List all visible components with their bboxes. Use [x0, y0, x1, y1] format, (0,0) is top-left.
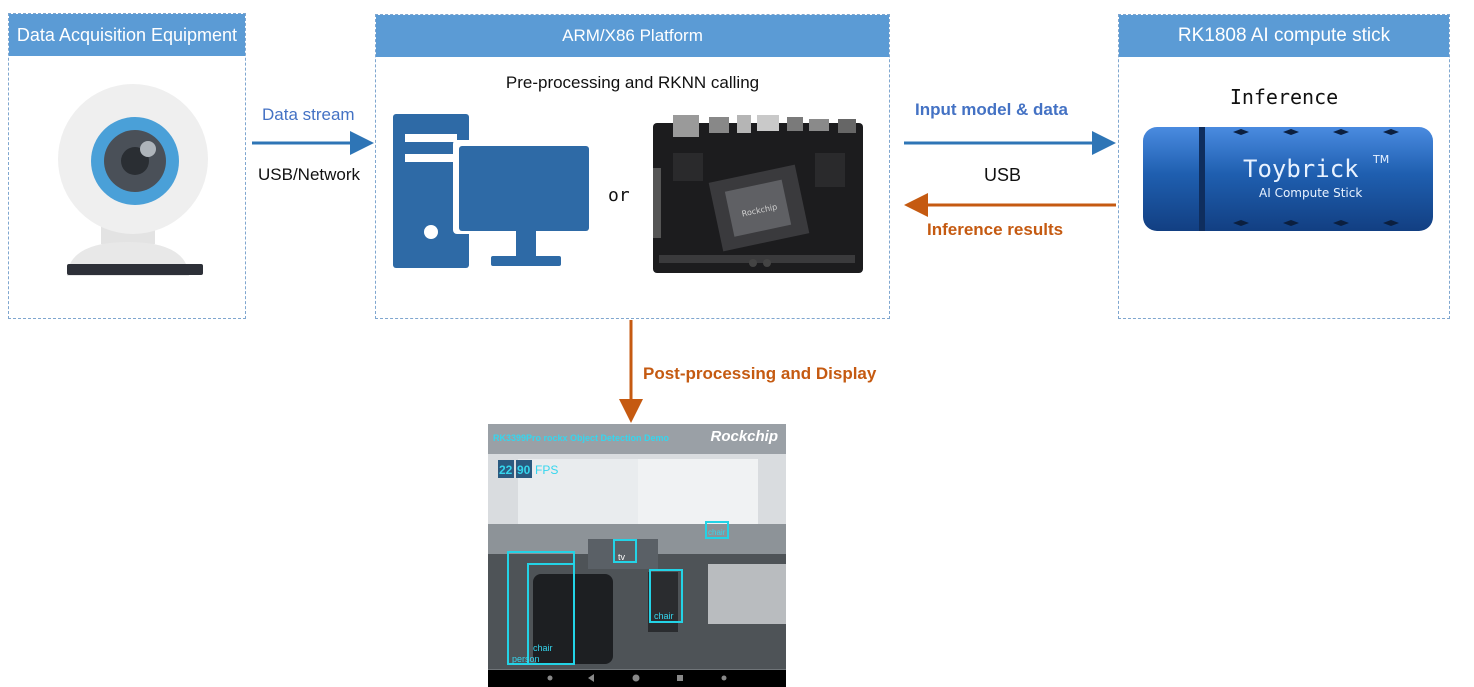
stick-caption: AI Compute Stick: [1259, 186, 1362, 200]
data-stream-label: Data stream: [262, 105, 355, 124]
inference-results-label: Inference results: [927, 220, 1064, 239]
stick-title: RK1808 AI compute stick: [1177, 25, 1391, 46]
fps-digit-2: 90: [517, 463, 531, 477]
detection-label-chair-3: chair: [708, 528, 726, 537]
acquisition-header: Data Acquisition Equipment: [9, 14, 245, 56]
or-label: or: [608, 185, 630, 206]
usb-network-label: USB/Network: [258, 165, 361, 184]
demo-brand-logo: Rockchip: [710, 428, 778, 445]
stick-subtitle: Inference: [1229, 85, 1339, 109]
compute-stick-image: Toybrick TM AI Compute Stick: [1143, 127, 1433, 231]
desktop-computer-icon: [393, 114, 593, 268]
detection-label-tv: tv: [618, 552, 626, 562]
acquisition-box: Data Acquisition Equipment: [8, 13, 246, 319]
acquisition-title: Data Acquisition Equipment: [16, 24, 238, 45]
detection-demo-screenshot: RK3399Pro rockx Object Detection Demo Ro…: [488, 424, 786, 687]
detection-label-person: person: [512, 654, 540, 664]
webcam-icon: [58, 84, 208, 276]
detection-label-chair-2: chair: [654, 611, 674, 621]
stick-brand: Toybrick: [1243, 155, 1359, 183]
platform-subtitle: Pre-processing and RKNN calling: [505, 73, 760, 92]
usb-label: USB: [984, 165, 1022, 185]
input-model-label: Input model & data: [915, 100, 1068, 119]
stick-header: RK1808 AI compute stick: [1119, 15, 1449, 57]
platform-title: ARM/X86 Platform: [562, 26, 703, 45]
fps-label: FPS: [535, 463, 559, 477]
fps-digit-1: 22: [499, 463, 513, 477]
circuit-board-image: Rockchip: [653, 115, 863, 273]
demo-title: RK3399Pro rockx Object Detection Demo: [493, 433, 670, 443]
stick-brand-tm: TM: [1372, 153, 1389, 166]
platform-header: ARM/X86 Platform: [376, 15, 889, 57]
platform-box: ARM/X86 Platform Pre-processing and RKNN…: [375, 14, 890, 319]
detection-label-chair: chair: [533, 643, 553, 653]
stick-box: RK1808 AI compute stick Inference Toybri…: [1118, 14, 1450, 319]
post-processing-label: Post-processing and Display: [643, 364, 877, 383]
